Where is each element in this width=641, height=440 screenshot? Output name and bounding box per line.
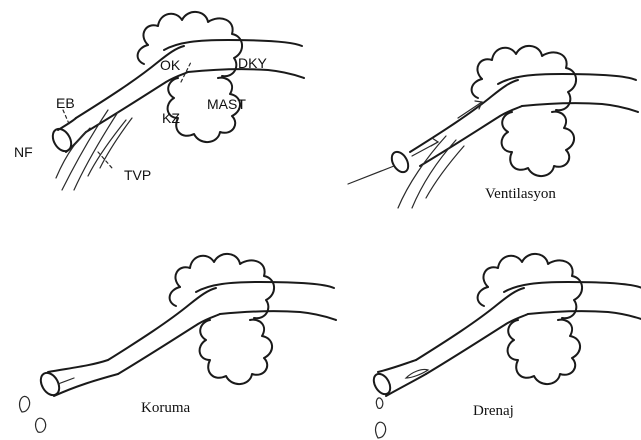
panel-ventilation — [348, 46, 638, 208]
airflow-arrow-in — [348, 166, 394, 184]
label-eb: EB — [56, 95, 75, 111]
panel-anatomy — [49, 12, 304, 190]
label-tvp: TVP — [124, 167, 151, 183]
fluid-drop — [376, 422, 386, 438]
label-kz: KZ — [162, 110, 180, 126]
label-mast: MAST — [207, 96, 246, 112]
fluid-drop — [36, 418, 46, 432]
caption-protection: Koruma — [141, 400, 190, 416]
caption-drainage: Drenaj — [473, 403, 514, 419]
fluid-drop — [376, 398, 382, 409]
label-dky: DKY — [238, 55, 267, 71]
label-nf: NF — [14, 144, 33, 160]
fluid-drop — [20, 396, 30, 412]
caption-ventilation: Ventilasyon — [485, 186, 556, 202]
label-ok: OK — [160, 57, 181, 73]
